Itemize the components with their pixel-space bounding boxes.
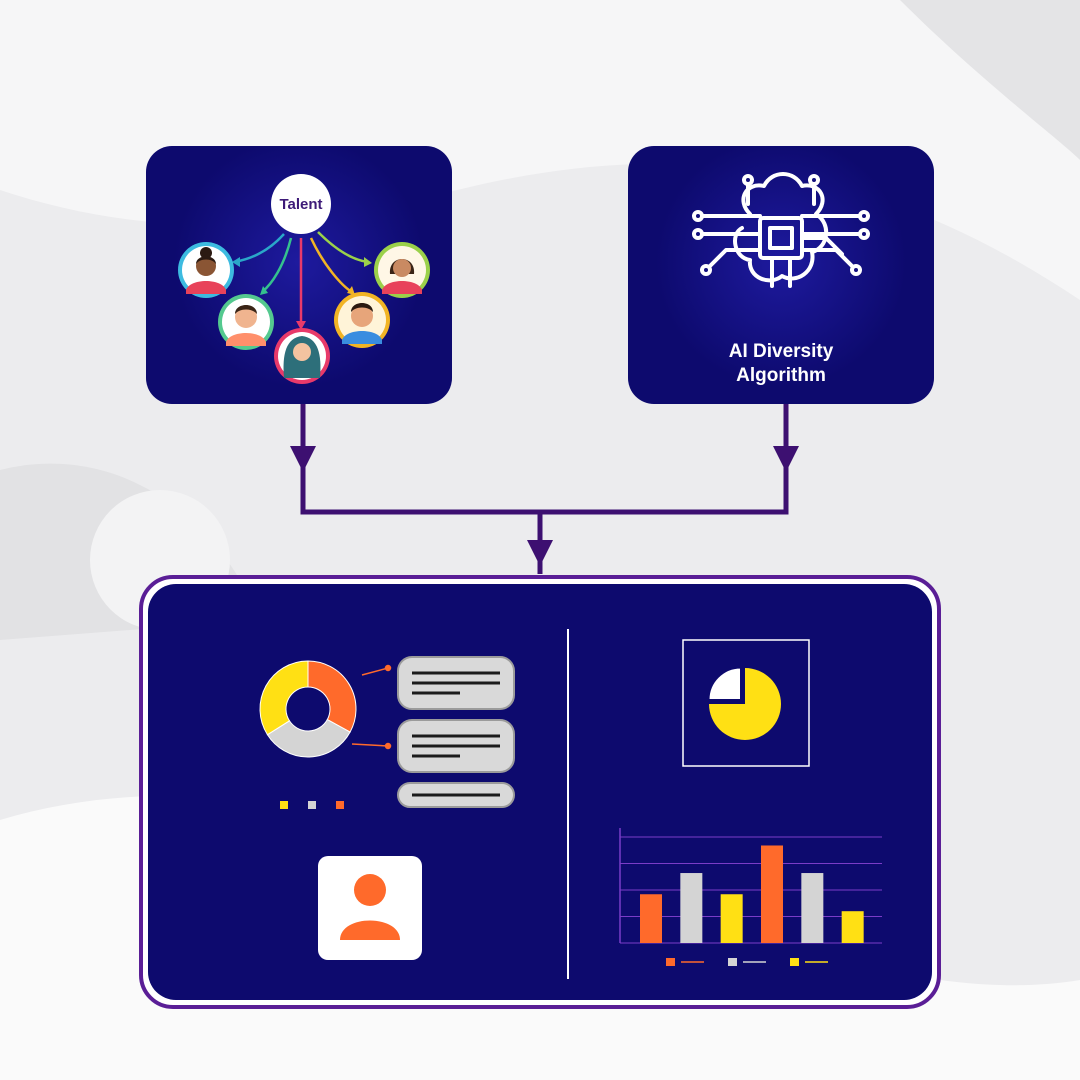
bar (841, 911, 864, 943)
bar-chart (619, 828, 882, 966)
user-icon (340, 874, 400, 940)
ai-label-line2: Algorithm (736, 365, 826, 386)
talent-node: Talent (271, 174, 331, 234)
legend-swatch (666, 958, 675, 966)
bar (720, 894, 743, 943)
pie-slice (708, 667, 742, 701)
dashboard-panel (139, 575, 941, 1009)
text-card (397, 719, 515, 773)
talent-distribution-diagram (178, 231, 430, 384)
brain-chip-icon (692, 172, 870, 288)
man-avatar-1 (218, 294, 274, 350)
bar (801, 873, 824, 943)
donut-slice (259, 660, 309, 736)
text-card (397, 656, 515, 710)
ai-diversity-card: AI Diversity Algorithm (628, 146, 934, 404)
text-card (397, 782, 515, 808)
legend-swatch (280, 801, 288, 809)
pie-chart (708, 667, 781, 740)
donut-slice (307, 660, 357, 733)
legend-swatch (308, 801, 316, 809)
legend-swatch (336, 801, 344, 809)
hijab-woman-avatar (274, 328, 330, 384)
donut-chart (259, 660, 357, 758)
profile-card (318, 856, 422, 960)
man-avatar-2 (334, 292, 390, 348)
ai-diversity-label: AI Diversity Algorithm (628, 340, 934, 388)
legend-swatch (728, 958, 737, 966)
pie-slice (709, 668, 781, 740)
bar (680, 873, 703, 943)
pie-chart-frame (682, 639, 810, 767)
legend-swatch (790, 958, 799, 966)
dashboard-graphics (259, 629, 882, 979)
bar (640, 894, 662, 943)
ai-label-line1: AI Diversity (728, 341, 834, 362)
donut-legend (280, 801, 344, 809)
woman-avatar-1 (178, 242, 234, 298)
woman-avatar-2 (374, 242, 430, 298)
talent-card: Talent (146, 146, 452, 404)
bar (761, 845, 783, 943)
donut-slice (266, 718, 351, 758)
